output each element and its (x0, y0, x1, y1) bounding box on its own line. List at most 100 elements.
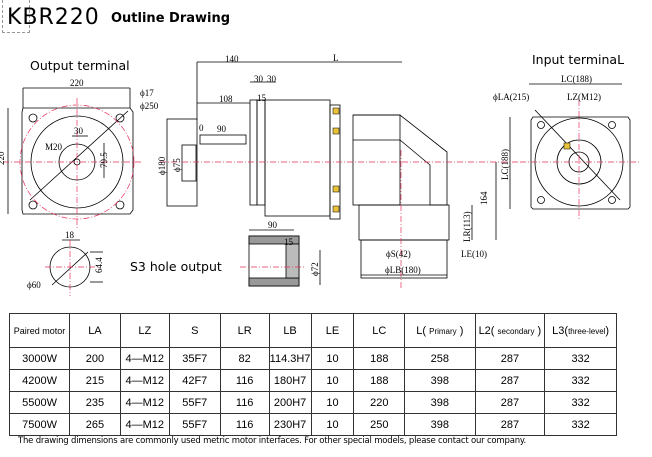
table-cell: 398 (404, 391, 476, 414)
dim-90: 90 (217, 124, 227, 134)
table-cell: 4—M12 (119, 391, 170, 414)
l3-label: L3( (552, 324, 569, 337)
dim-LE: LE(10) (461, 249, 487, 259)
dim-thread: M20 (45, 142, 63, 152)
l2-label: L2( (478, 324, 495, 337)
dim-164: 164 (479, 191, 489, 205)
table-header-row: Paired motor LA LZ S LR LB LE LC L( Prim… (8, 313, 617, 348)
paren: ) (459, 324, 464, 337)
dim-15: 15 (257, 93, 267, 103)
table-cell: 220 (353, 391, 406, 414)
col-LR: LR (219, 313, 270, 348)
dim-key-height: 79.5 (99, 152, 109, 168)
dim-shaft-key: 18 (65, 230, 75, 240)
dim-220-width: 220 (70, 78, 84, 88)
dim-dia180: ϕ180 (157, 156, 167, 175)
dim-key-30: 30 (74, 126, 84, 136)
model-title: KBR220 (7, 5, 100, 30)
table-cell: 398 (404, 369, 476, 392)
dim-LC-width: LC(188) (561, 74, 592, 84)
col-LB: LB (268, 313, 312, 348)
col-LA: LA (69, 313, 121, 348)
table-cell: 116 (219, 391, 270, 414)
dim-0: 0 (199, 123, 204, 133)
table-cell: 332 (544, 391, 617, 414)
outline-drawing: 220 220 ϕ17 ϕ250 30 M20 79.5 18 64.4 ϕ60… (0, 53, 640, 296)
drawing-subtitle: Outline Drawing (111, 11, 231, 26)
table-cell: 287 (474, 369, 546, 392)
col-L2-secondary: L2( secondary ) (474, 313, 546, 348)
dim-shaft-dia: ϕ60 (27, 280, 41, 290)
input-terminal-label: Input terminaL (532, 52, 625, 67)
table-cell: 287 (474, 391, 546, 414)
table-cell: 82 (219, 347, 270, 370)
dim-108: 108 (219, 94, 233, 104)
paren: ) (605, 324, 610, 337)
table-cell: 55F7 (168, 413, 221, 436)
table-cell: 35F7 (168, 347, 221, 370)
s3-hole-output-label: S3 hole output (130, 259, 222, 274)
table-cell: 10 (310, 413, 355, 436)
dim-LC-height: LC(188) (500, 149, 510, 180)
table-cell: 10 (310, 347, 355, 370)
table-cell: 332 (544, 369, 617, 392)
output-terminal-label: Output terminal (30, 58, 130, 73)
table-cell: 235 (69, 391, 121, 414)
dim-hole-15: 15 (284, 237, 294, 247)
dim-shaft-height: 64.4 (94, 257, 104, 273)
corner-mark (2, 0, 30, 33)
secondary-label: secondary (497, 326, 535, 336)
table-cell: 4—M12 (119, 369, 170, 392)
output-flange (21, 107, 134, 215)
table-cell: 10 (310, 369, 355, 392)
dim-hole-dia72: ϕ72 (310, 262, 320, 276)
table-cell: 265 (69, 413, 121, 436)
dimension-table: Paired motor LA LZ S LR LB LE LC L( Prim… (8, 313, 617, 436)
table-cell: 230H7 (268, 413, 312, 436)
table-cell: 332 (544, 413, 617, 436)
table-cell: 398 (404, 413, 476, 436)
table-cell: 114.3H7 (268, 347, 312, 370)
dim-220-height: 220 (0, 151, 6, 165)
table-cell: 10 (310, 391, 355, 414)
dim-140: 140 (225, 54, 239, 64)
col-L-primary: L( Primary ) (404, 313, 476, 348)
table-cell: 116 (219, 413, 270, 436)
col-LC: LC (353, 313, 406, 348)
primary-label: Primary (429, 326, 457, 336)
dim-LZ: LZ(M12) (567, 92, 601, 102)
dim-dia75: ϕ75 (172, 158, 182, 172)
dim-bolt-dia: ϕ17 (140, 88, 154, 98)
three-level-label: three-level (568, 326, 606, 336)
table-cell: 287 (474, 347, 546, 370)
dim-L: L (333, 53, 339, 63)
table-cell: 200 (69, 347, 121, 370)
table-cell: 188 (353, 347, 406, 370)
dim-pcd: ϕ250 (140, 101, 159, 111)
dim-30b: 30 (267, 74, 277, 84)
table-cell: 332 (544, 347, 617, 370)
table-cell: 7500W (8, 413, 71, 436)
table-cell: 250 (353, 413, 406, 436)
table-cell: 116 (219, 369, 270, 392)
table-cell: 188 (353, 369, 406, 392)
table-cell: 55F7 (168, 391, 221, 414)
paren: ) (537, 324, 542, 337)
footer-note: The drawing dimensions are commonly used… (18, 436, 527, 446)
table-cell: 180H7 (268, 369, 312, 392)
col-paired-motor: Paired motor (8, 313, 71, 348)
dim-hole-90: 90 (268, 220, 278, 230)
col-S: S (168, 313, 221, 348)
table-cell: 4—M12 (119, 413, 170, 436)
l-label: L( (416, 324, 427, 337)
dim-LB: ϕLB(180) (385, 265, 421, 275)
table-cell: 287 (474, 413, 546, 436)
dim-30a: 30 (254, 74, 264, 84)
dim-LA: ϕLA(215) (493, 92, 529, 102)
table-cell: 258 (404, 347, 476, 370)
table-cell: 200H7 (268, 391, 312, 414)
table-cell: 3000W (8, 347, 71, 370)
